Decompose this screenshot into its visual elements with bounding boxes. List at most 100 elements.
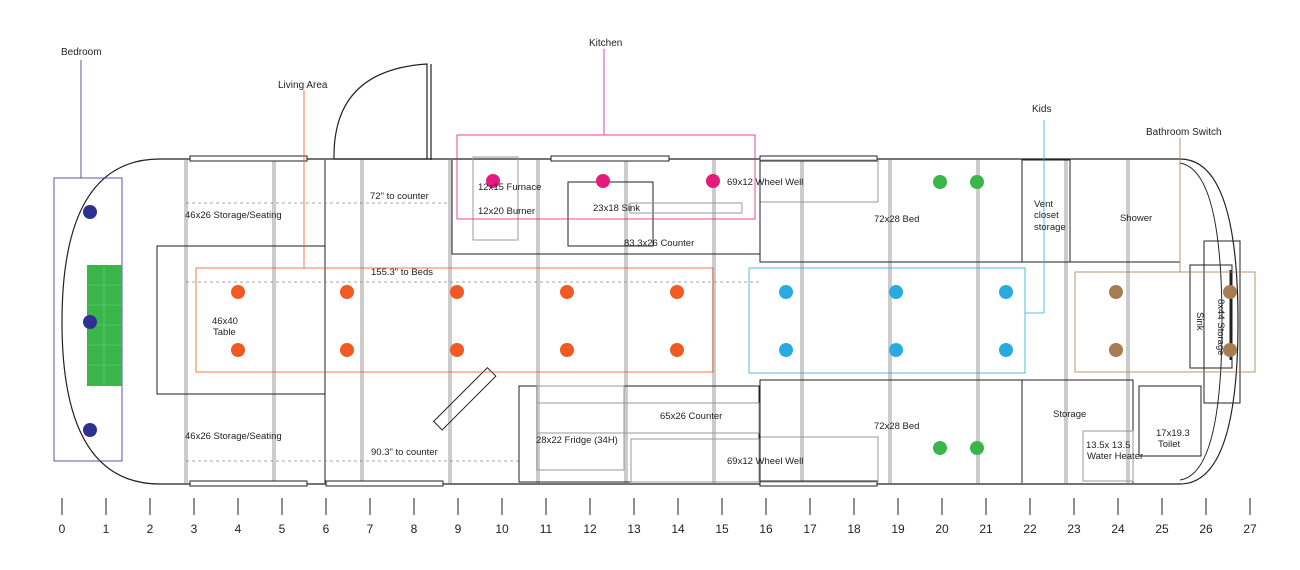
living-marker xyxy=(340,285,354,299)
living-zone: Living Area xyxy=(195,80,714,373)
toilet xyxy=(1138,385,1202,457)
scale-tick-label: 14 xyxy=(671,522,685,536)
kitchen-marker xyxy=(596,174,610,188)
scale-tick-label: 23 xyxy=(1067,522,1081,536)
label-toilet-size: 17x19.3 xyxy=(1156,428,1190,439)
kitchen-counter-bottom xyxy=(518,385,760,483)
label-water-heater: Water Heater xyxy=(1087,451,1143,462)
label-table-size: 46x40 xyxy=(212,316,238,327)
bedroom-marker xyxy=(83,315,97,329)
scale-tick-label: 17 xyxy=(803,522,817,536)
living-marker xyxy=(450,343,464,357)
shell-front-curve xyxy=(1179,162,1223,481)
scale-tick-label: 22 xyxy=(1023,522,1037,536)
living-marker xyxy=(670,343,684,357)
label-counter-bottom: 65x26 Counter xyxy=(660,411,722,422)
section-label-bathroom: Bathroom Switch xyxy=(1146,127,1222,138)
scale-tick-label: 16 xyxy=(759,522,773,536)
kids-bed-marker xyxy=(933,175,947,189)
label-bath-storage: 8x44 Storage xyxy=(1215,299,1226,356)
bath-storage xyxy=(1203,240,1241,404)
kids-marker xyxy=(889,343,903,357)
kids-marker xyxy=(779,285,793,299)
scale-tick-label: 11 xyxy=(540,522,553,536)
door xyxy=(333,63,432,160)
bathroom-marker xyxy=(1109,343,1123,357)
scale-tick-label: 5 xyxy=(279,522,286,536)
scale-tick-label: 27 xyxy=(1243,522,1257,536)
bedroom-marker xyxy=(83,205,97,219)
scale-tick-label: 19 xyxy=(891,522,905,536)
kids-marker xyxy=(779,343,793,357)
scale-tick-label: 9 xyxy=(455,522,462,536)
label-storage: Storage xyxy=(1053,409,1086,420)
label-water-heater-size: 13.5x 13.5 xyxy=(1086,440,1130,451)
kitchen-marker xyxy=(486,174,500,188)
section-label-kids: Kids xyxy=(1032,104,1051,115)
scale-tick-label: 3 xyxy=(191,522,198,536)
trailer-shell xyxy=(61,158,1239,485)
section-label-bedroom: Bedroom xyxy=(61,47,102,58)
bathroom-zone: Bathroom Switch xyxy=(1074,127,1256,373)
windows xyxy=(189,155,878,487)
section-label-living: Living Area xyxy=(278,80,328,91)
label-vent: Vent xyxy=(1034,199,1053,210)
kitchen-marker xyxy=(706,174,720,188)
kids-marker xyxy=(889,285,903,299)
scale-tick-label: 0 xyxy=(59,522,66,536)
bathroom-marker xyxy=(1109,285,1123,299)
dimension-guides xyxy=(186,202,760,462)
scale-tick-label: 24 xyxy=(1111,522,1125,536)
kids-bed-marker xyxy=(970,441,984,455)
scale-tick-label: 12 xyxy=(583,522,597,536)
label-bed-top: 72x28 Bed xyxy=(874,214,919,225)
scale-tick-label: 10 xyxy=(495,522,509,536)
ribs xyxy=(184,160,1130,483)
living-marker xyxy=(560,343,574,357)
label-bed-bottom: 72x28 Bed xyxy=(874,421,919,432)
scale-tick-label: 6 xyxy=(323,522,330,536)
scale-tick-label: 21 xyxy=(979,522,993,536)
scale-tick-label: 7 xyxy=(367,522,374,536)
label-fridge: 28x22 Fridge (34H) xyxy=(536,435,618,446)
kids-zone: Kids xyxy=(748,104,1051,455)
scale-tick-label: 18 xyxy=(847,522,861,536)
kids-marker xyxy=(999,285,1013,299)
scale-tick-label: 25 xyxy=(1155,522,1169,536)
label-storage-seating-bottom: 46x26 Storage/Seating xyxy=(185,431,282,442)
scale-tick-label: 1 xyxy=(103,522,110,536)
label-furnace: 12x15 Furnace xyxy=(478,182,541,193)
living-marker xyxy=(231,285,245,299)
label-to-counter-bottom: 90.3" to counter xyxy=(371,447,438,458)
label-storage-vent: storage xyxy=(1034,222,1066,233)
label-table: Table xyxy=(213,327,236,338)
living-marker xyxy=(231,343,245,357)
label-storage-seating-top: 46x26 Storage/Seating xyxy=(185,210,282,221)
label-counter-top: 83.3x26 Counter xyxy=(624,238,694,249)
fixture-labels: 46x26 Storage/Seating 46x26 Storage/Seat… xyxy=(185,177,1226,467)
scale-tick-label: 13 xyxy=(627,522,641,536)
bedroom-zone: Bedroom xyxy=(53,47,123,462)
bathroom-marker xyxy=(1223,343,1237,357)
scale-tick-label: 20 xyxy=(935,522,949,536)
bed-bottom xyxy=(759,379,1023,483)
label-shower: Shower xyxy=(1120,213,1152,224)
label-wheel-well-bottom: 69x12 Wheel Well xyxy=(727,456,803,467)
label-bath-sink: Sink xyxy=(1194,312,1205,331)
label-closet: closet xyxy=(1034,210,1059,221)
living-marker xyxy=(560,285,574,299)
shower-box xyxy=(1069,160,1180,263)
label-sink-kitchen: 23x18 Sink xyxy=(593,203,640,214)
scale-tick-label: 4 xyxy=(235,522,242,536)
kitchen-zone: Kitchen xyxy=(456,38,756,220)
bottom-step xyxy=(432,366,497,431)
label-wheel-well-top: 69x12 Wheel Well xyxy=(727,177,803,188)
label-to-counter-top: 72" to counter xyxy=(370,191,429,202)
living-marker xyxy=(670,285,684,299)
scale-tick-label: 2 xyxy=(147,522,154,536)
kids-bed-marker xyxy=(933,441,947,455)
scale-tick-label: 15 xyxy=(715,522,729,536)
scale-tick-label: 26 xyxy=(1199,522,1213,536)
